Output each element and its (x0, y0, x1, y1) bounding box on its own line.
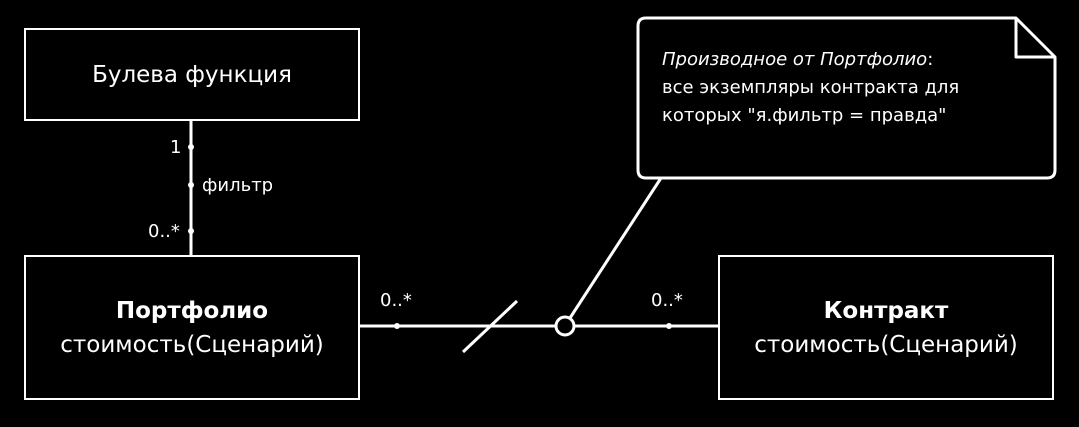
filter-role-dot (188, 182, 194, 188)
contract-class-operation: стоимость(Сценарий) (754, 331, 1018, 358)
portfolio-class-name: Портфолио (115, 297, 269, 324)
portfolio-class: Портфолио стоимость(Сценарий) (24, 255, 360, 400)
contract-end-multiplicity: 0..* (651, 290, 683, 311)
note-line-3: которых "я.фильтр = правда" (662, 105, 947, 126)
note-line-2: все экземпляры контракта для (662, 77, 960, 98)
boolean-function-class: Булева функция (24, 28, 360, 121)
note-line-1: Производное от Портфолио: (662, 46, 1022, 74)
filter-role-name: фильтр (202, 175, 274, 196)
portfolio-end-multiplicity: 0..* (380, 290, 412, 311)
contract-many-dot (666, 323, 672, 329)
note-connector-line (568, 177, 663, 319)
note-line-1-italic: Производное от Портфолио (662, 49, 928, 70)
boolean-function-class-name: Булева функция (92, 61, 292, 88)
note-shape (636, 16, 1057, 180)
filter-multiplicity-portfolio: 0..* (148, 221, 180, 242)
note-text: Производное от Портфолио: все экземпляры… (662, 46, 1022, 130)
contract-class: Контракт стоимость(Сценарий) (718, 255, 1054, 400)
note-anchor-circle (554, 315, 576, 337)
derived-slash (461, 299, 519, 354)
filter-many-dot (188, 228, 194, 234)
note-line-1-suffix: : (927, 49, 934, 70)
filter-end-dot (188, 144, 194, 150)
portfolio-many-dot (394, 323, 400, 329)
contract-class-name: Контракт (823, 297, 949, 324)
portfolio-class-operation: стоимость(Сценарий) (60, 331, 324, 358)
filter-multiplicity-boolean: 1 (170, 137, 182, 158)
note-fold-icon (1014, 18, 1055, 59)
